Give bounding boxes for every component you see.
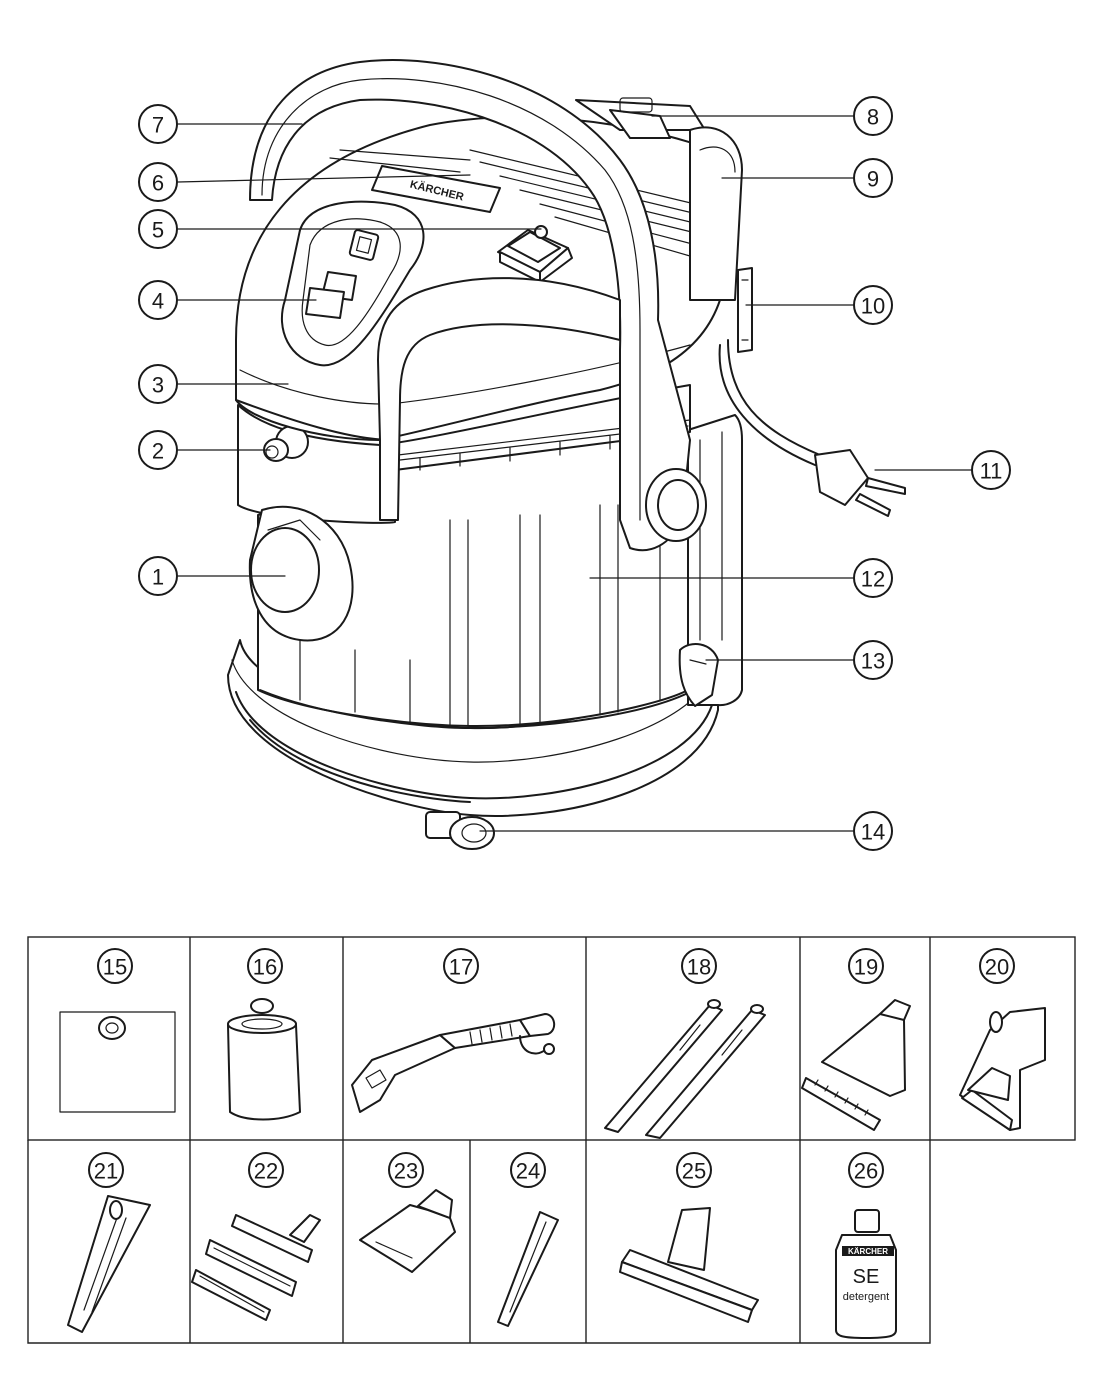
bottle-product-text: SE — [853, 1266, 880, 1288]
detergent-bottle-icon: KÄRCHER SE detergent — [835, 1209, 897, 1339]
wide-nozzle-icon — [619, 1207, 759, 1323]
callout-number: 14 — [861, 820, 885, 845]
hand-nozzle-icon — [959, 1007, 1046, 1131]
accessory-number: 16 — [253, 955, 277, 980]
accessory-number: 26 — [854, 1159, 878, 1184]
callout-11: 11 — [971, 450, 1011, 490]
accessory-number: 21 — [94, 1159, 118, 1184]
crevice-spray-nozzle-icon — [67, 1195, 151, 1333]
accessory-number: 24 — [516, 1159, 540, 1184]
accessory-16: 16 — [247, 948, 283, 984]
tank-cover — [689, 126, 743, 301]
accessory-number: 19 — [854, 955, 878, 980]
accessory-number: 20 — [985, 955, 1009, 980]
callout-8: 8 — [853, 96, 893, 136]
callout-leaders — [177, 115, 972, 832]
accessory-20: 20 — [979, 948, 1015, 984]
callout-6: 6 — [138, 162, 178, 202]
control-panel — [280, 200, 425, 367]
callout-number: 6 — [152, 171, 164, 196]
bottle-subtitle-text: detergent — [843, 1291, 889, 1303]
accessory-21: 21 — [88, 1152, 124, 1188]
brand-plate: KÄRCHER — [371, 165, 501, 213]
callout-number: 13 — [861, 649, 885, 674]
power-cable — [718, 339, 906, 517]
upholstery-nozzle-icon — [359, 1189, 456, 1273]
callout-5: 5 — [138, 209, 178, 249]
accessory-labels: 15 16 17 18 19 20 21 22 23 24 25 26 — [88, 948, 1015, 1188]
accessory-22: 22 — [248, 1152, 284, 1188]
accessory-number: 15 — [103, 955, 127, 980]
callout-2: 2 — [138, 430, 178, 470]
callout-number: 3 — [152, 373, 164, 398]
spray-hose-icon — [351, 1013, 556, 1113]
callouts: 1 2 3 4 5 6 7 8 9 10 11 12 13 14 — [138, 96, 1011, 851]
power-switch — [497, 225, 573, 283]
accessory-24: 24 — [510, 1152, 546, 1188]
accessory-25: 25 — [676, 1152, 712, 1188]
accessory-number: 17 — [449, 955, 473, 980]
suction-tubes-icon — [604, 999, 766, 1139]
accessory-19: 19 — [848, 948, 884, 984]
callout-number: 4 — [152, 289, 164, 314]
callout-12: 12 — [853, 558, 893, 598]
base-ring — [227, 639, 719, 817]
bottle-brand-text: KÄRCHER — [848, 1247, 888, 1256]
callout-10: 10 — [853, 285, 893, 325]
callout-number: 12 — [861, 567, 885, 592]
callout-number: 5 — [152, 218, 164, 243]
callout-14: 14 — [853, 811, 893, 851]
accessory-17: 17 — [443, 948, 479, 984]
accessory-number: 23 — [394, 1159, 418, 1184]
callout-number: 9 — [867, 167, 879, 192]
carrying-handle — [249, 59, 707, 552]
vacuum-cleaner-illustration: KÄRCHER — [227, 59, 906, 850]
callout-number: 10 — [861, 294, 885, 319]
filter-insert-icon — [227, 998, 301, 1121]
callout-number: 1 — [152, 565, 164, 590]
accessory-number: 22 — [254, 1159, 278, 1184]
callout-1: 1 — [138, 556, 178, 596]
spray-valve — [575, 97, 706, 139]
spray-hose-coupling — [263, 425, 309, 462]
accessory-26: 26 — [848, 1152, 884, 1188]
accessory-23: 23 — [388, 1152, 424, 1188]
callout-4: 4 — [138, 280, 178, 320]
suction-connector — [248, 505, 354, 642]
accessories-grid — [27, 936, 1076, 1344]
bottle-brand-bar — [842, 1246, 894, 1256]
callout-13: 13 — [853, 640, 893, 680]
callout-number: 8 — [867, 105, 879, 130]
callout-number: 11 — [980, 459, 1003, 484]
accessory-15: 15 — [97, 948, 133, 984]
accessory-number: 25 — [682, 1159, 706, 1184]
callout-number: 2 — [152, 439, 164, 464]
callout-3: 3 — [138, 364, 178, 404]
accessory-number: 18 — [687, 955, 711, 980]
callout-number: 7 — [152, 113, 164, 138]
cable-hook — [737, 267, 753, 353]
crevice-nozzle-icon — [497, 1211, 559, 1327]
callout-9: 9 — [853, 158, 893, 198]
accessory-18: 18 — [681, 948, 717, 984]
callout-7: 7 — [138, 104, 178, 144]
floor-nozzle-icon — [191, 1214, 321, 1321]
filter-bag-icon — [59, 1011, 176, 1113]
castor-wheel — [425, 811, 495, 850]
spray-suction-nozzle-icon — [801, 999, 911, 1131]
